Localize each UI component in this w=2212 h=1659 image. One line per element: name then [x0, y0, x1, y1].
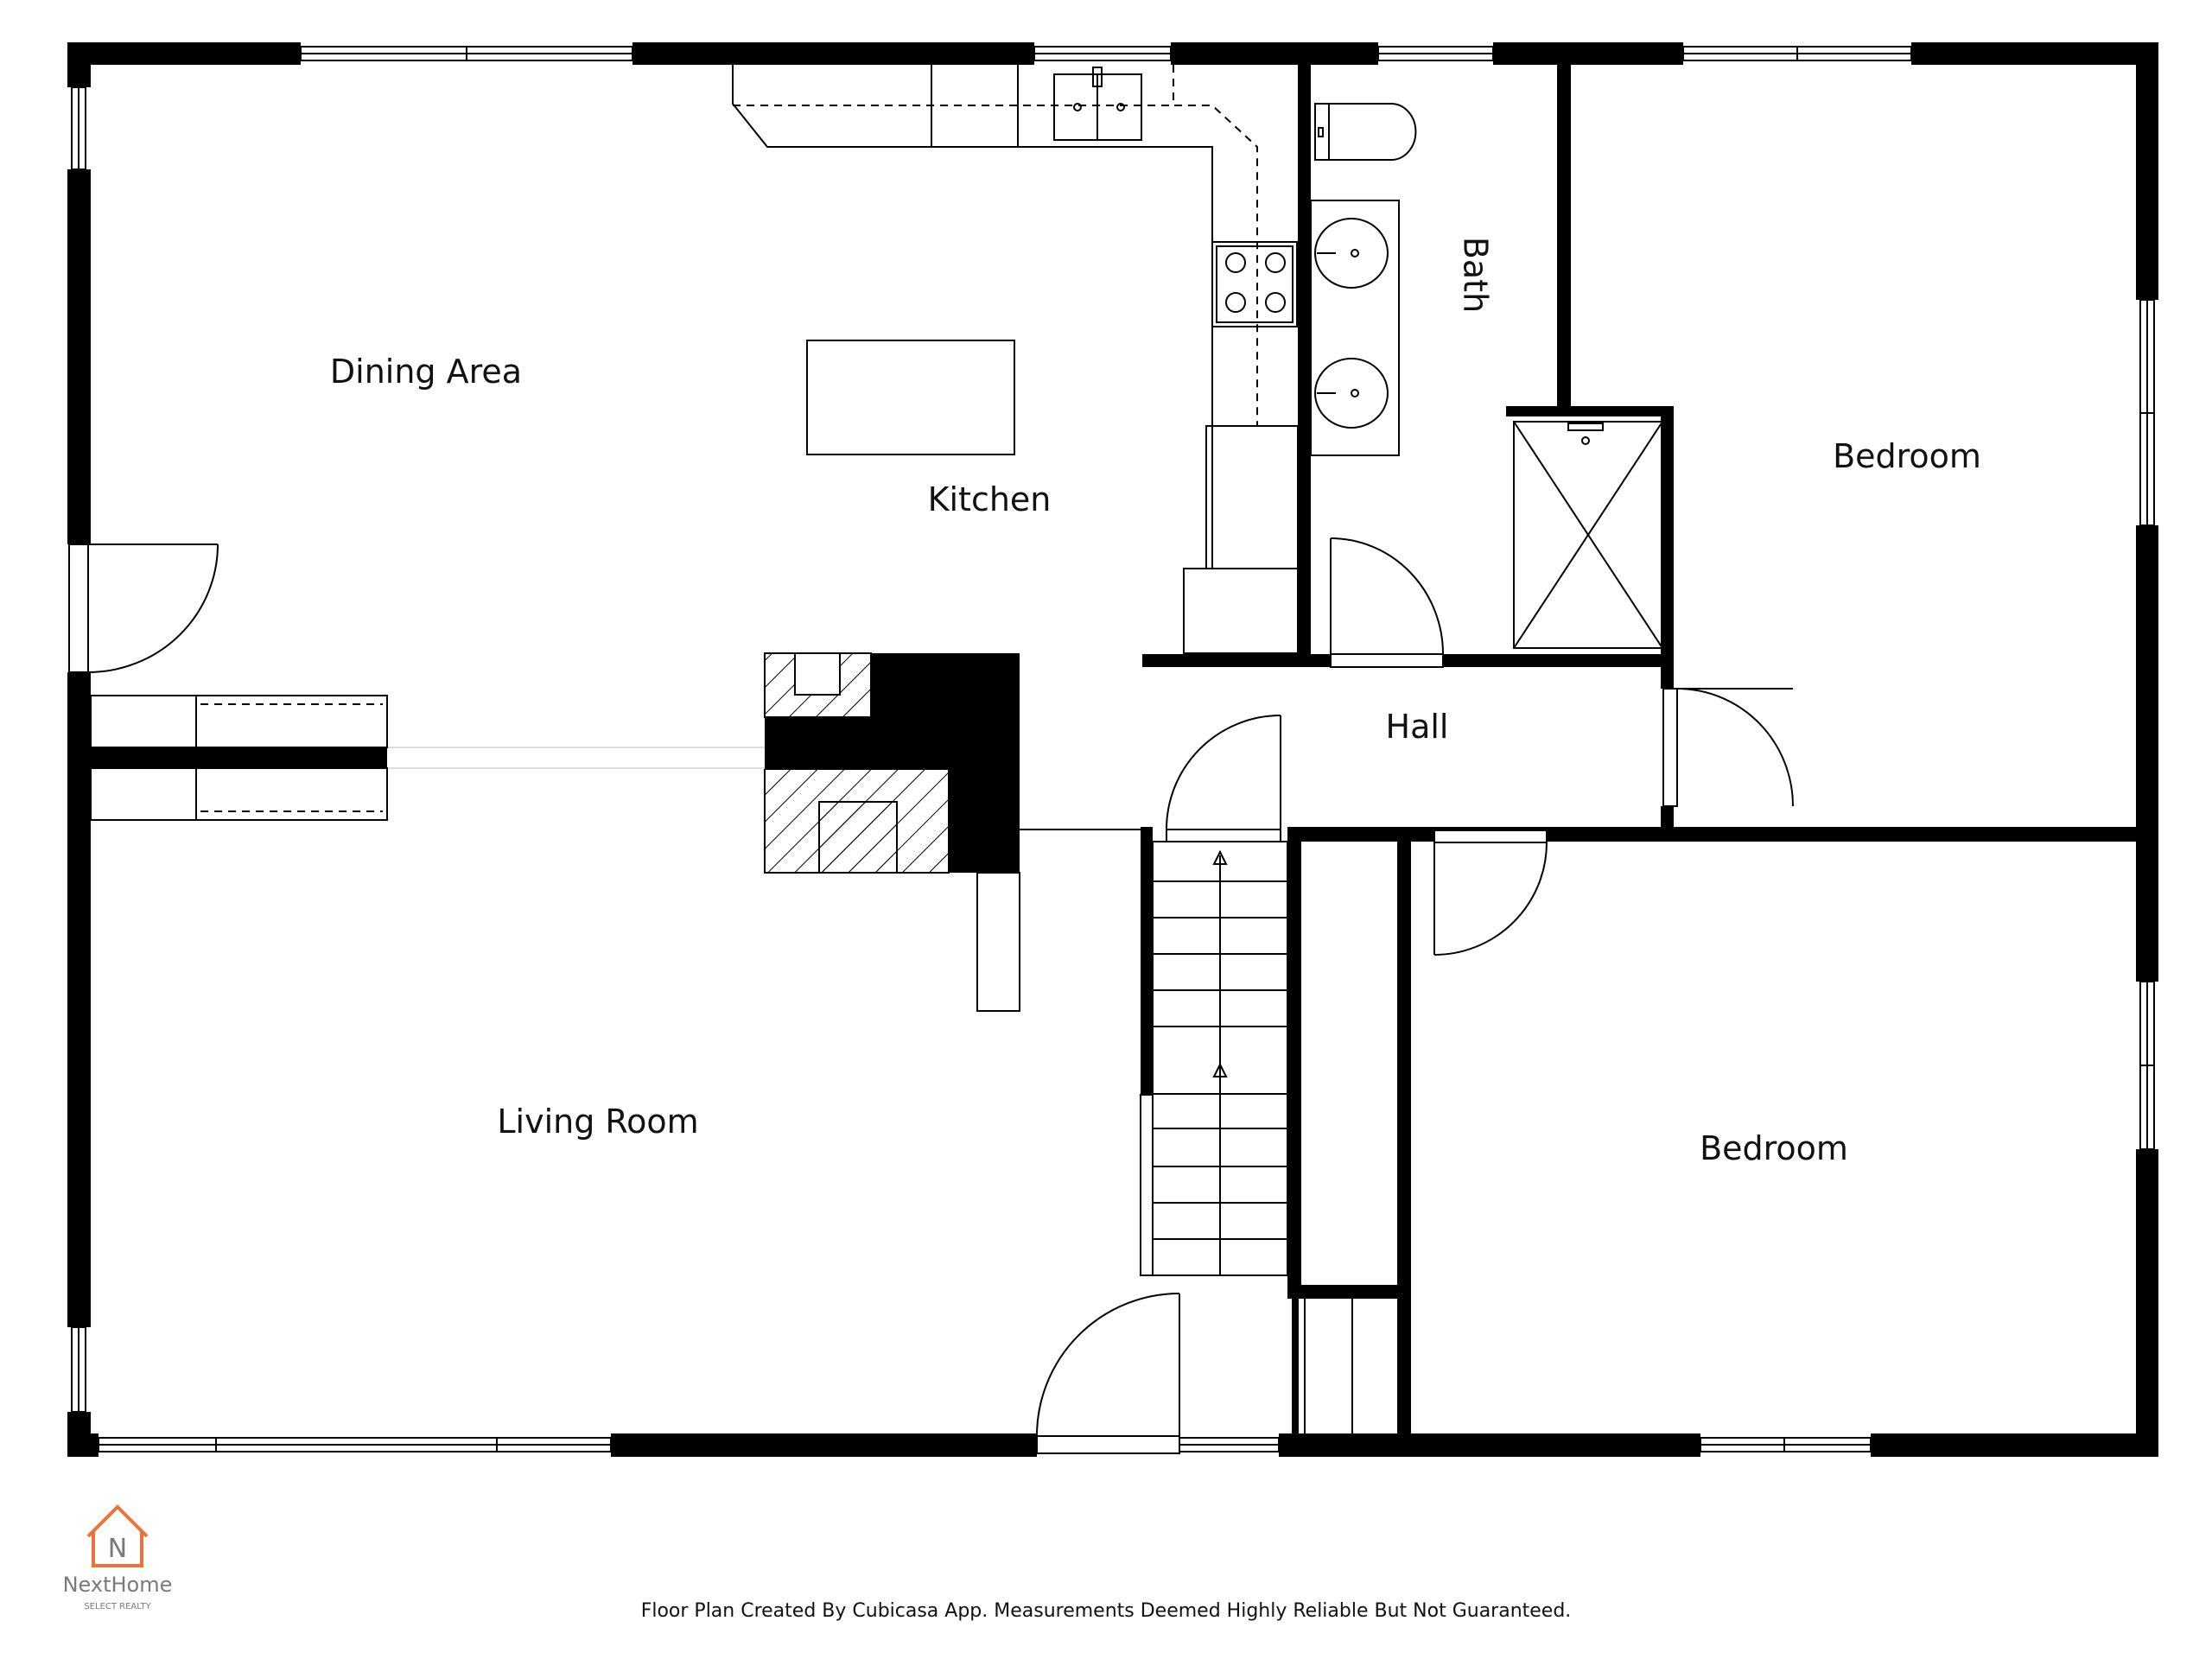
logo-letter: N [108, 1534, 127, 1564]
footer-disclaimer: Floor Plan Created By Cubicasa App. Meas… [641, 1600, 1572, 1622]
room-label-bedroom-lower: Bedroom [1700, 1129, 1848, 1167]
nexthome-logo: N NextHome SELECT REALTY [63, 1504, 173, 1611]
doors [68, 537, 1794, 1454]
fireplace [387, 652, 1141, 1012]
room-label-hall: Hall [1386, 708, 1449, 746]
bath-fixtures [1310, 103, 1663, 649]
built-in-benches [90, 695, 388, 821]
room-label-dining-area: Dining Area [330, 353, 522, 391]
room-labels: Dining Area Kitchen Bath Bedroom Hall Li… [330, 237, 1981, 1167]
stairs [1140, 841, 1288, 1276]
room-label-living-room: Living Room [497, 1103, 698, 1141]
logo-tagline: SELECT REALTY [84, 1602, 151, 1611]
exterior-walls [67, 42, 2158, 1457]
kitchen-fixtures [732, 65, 1299, 654]
logo-name: NextHome [63, 1573, 173, 1597]
interior-walls [91, 65, 2158, 1457]
room-label-bedroom-upper: Bedroom [1833, 437, 1981, 475]
room-label-bath: Bath [1457, 237, 1495, 313]
house-icon [86, 1504, 149, 1538]
windows [71, 46, 2155, 1452]
room-label-kitchen: Kitchen [928, 480, 1052, 518]
